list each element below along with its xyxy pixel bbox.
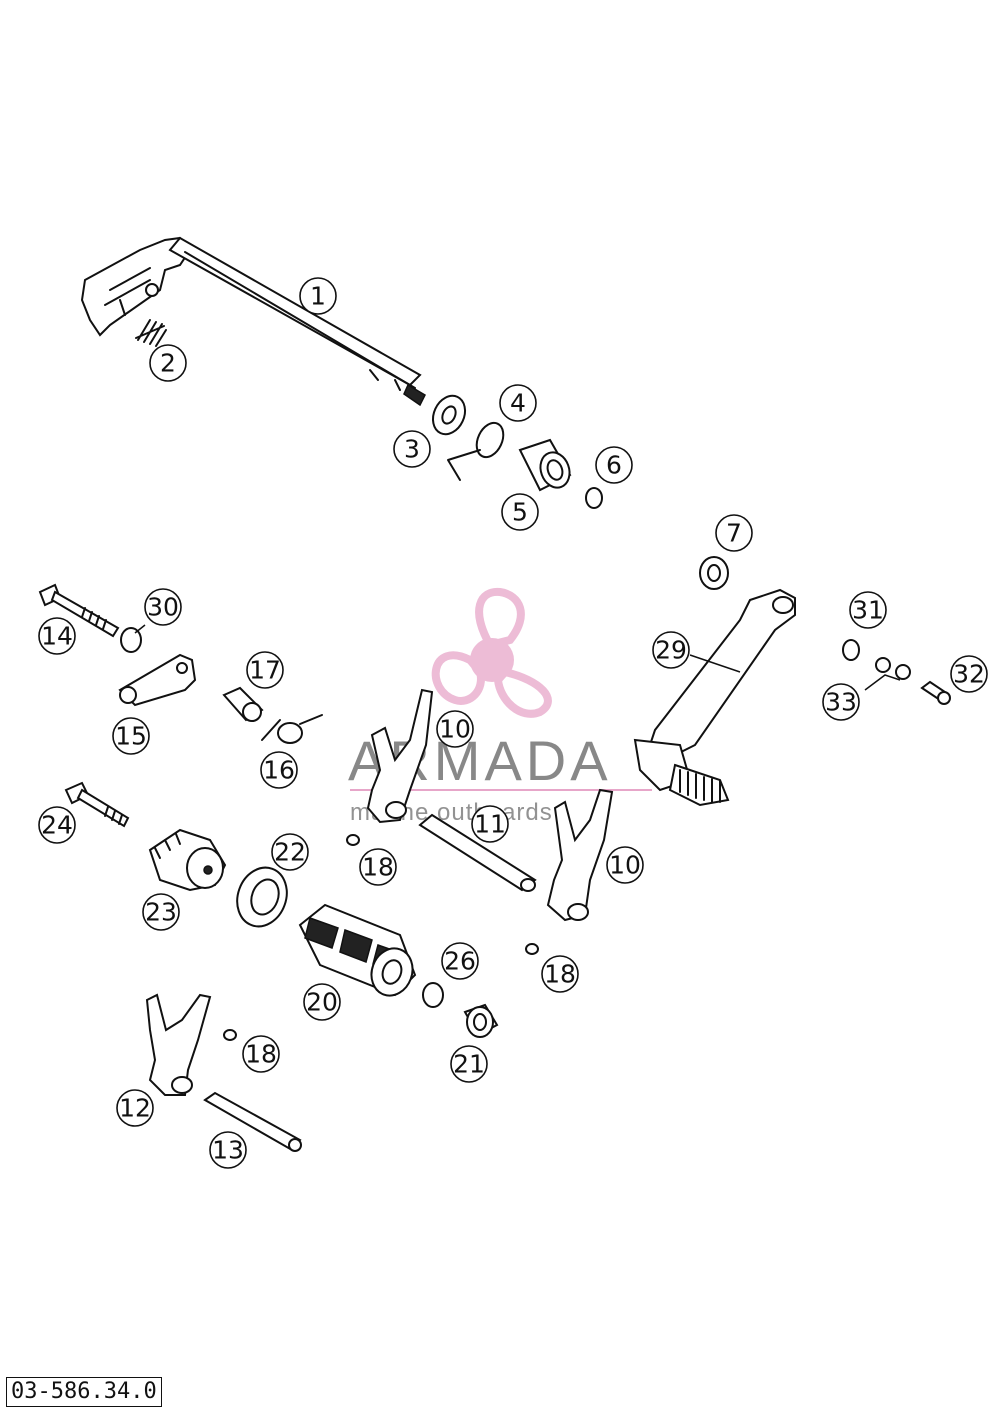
callout-3: 3 xyxy=(393,430,431,468)
callout-2: 2 xyxy=(149,344,187,382)
svg-text:14: 14 xyxy=(41,622,73,651)
part-18-ball-b xyxy=(525,943,539,955)
part-33-nut-pair xyxy=(864,657,911,691)
leader-29 xyxy=(689,654,741,673)
part-7-washer xyxy=(699,556,729,590)
callout-33: 33 xyxy=(822,683,860,721)
callout-24: 24 xyxy=(38,806,76,844)
svg-text:26: 26 xyxy=(444,947,476,976)
svg-text:12: 12 xyxy=(119,1094,151,1123)
callout-10-lower: 10 xyxy=(606,846,644,884)
callout-6: 6 xyxy=(595,446,633,484)
svg-text:11: 11 xyxy=(474,810,506,839)
svg-text:18: 18 xyxy=(544,960,576,989)
callout-4: 4 xyxy=(499,384,537,422)
callout-7: 7 xyxy=(715,514,753,552)
callout-22: 22 xyxy=(271,833,309,871)
drawing-number: 03-586.34.0 xyxy=(6,1377,162,1407)
callout-10-upper: 10 xyxy=(436,710,474,748)
callout-21: 21 xyxy=(450,1045,488,1083)
part-4-spring-clip xyxy=(447,421,505,481)
callout-12: 12 xyxy=(116,1089,154,1127)
callout-18-a: 18 xyxy=(359,848,397,886)
svg-text:15: 15 xyxy=(115,722,147,751)
part-32-bolt xyxy=(920,680,951,705)
part-1-shift-shaft xyxy=(80,236,426,407)
svg-text:10: 10 xyxy=(439,715,471,744)
part-26-washer xyxy=(422,982,444,1008)
callout-14: 14 xyxy=(38,617,76,655)
part-13-fork-rod xyxy=(203,1091,302,1152)
svg-text:24: 24 xyxy=(41,811,73,840)
part-3-washer-hole xyxy=(441,405,457,425)
svg-text:10: 10 xyxy=(609,851,641,880)
armada-propeller-logo xyxy=(431,587,552,718)
svg-text:23: 23 xyxy=(145,898,177,927)
svg-text:18: 18 xyxy=(362,853,394,882)
part-23-shift-drum-locator xyxy=(148,828,227,892)
svg-text:17: 17 xyxy=(249,656,281,685)
callout-17: 17 xyxy=(246,651,284,689)
svg-text:33: 33 xyxy=(825,688,857,717)
part-30-washer xyxy=(120,627,142,653)
part-29-shift-lever xyxy=(633,588,796,807)
svg-text:5: 5 xyxy=(512,498,528,527)
svg-text:4: 4 xyxy=(510,389,526,418)
svg-text:22: 22 xyxy=(274,838,306,867)
svg-text:3: 3 xyxy=(404,435,420,464)
part-16-spring xyxy=(261,714,323,744)
callout-16: 16 xyxy=(260,751,298,789)
callout-23: 23 xyxy=(142,893,180,931)
part-31-washer xyxy=(842,639,860,661)
callout-20: 20 xyxy=(303,983,341,1021)
svg-text:20: 20 xyxy=(306,988,338,1017)
svg-text:1: 1 xyxy=(310,282,326,311)
callout-1: 1 xyxy=(299,277,337,315)
callout-26: 26 xyxy=(441,942,479,980)
part-12-shift-fork xyxy=(145,993,212,1096)
callout-31: 31 xyxy=(849,591,887,629)
svg-text:31: 31 xyxy=(852,596,884,625)
part-5-bushing xyxy=(518,438,572,492)
leader-30 xyxy=(134,624,146,634)
svg-text:6: 6 xyxy=(606,451,622,480)
part-11-fork-rod xyxy=(418,813,537,892)
part-7-washer-hole xyxy=(707,564,721,582)
svg-text:29: 29 xyxy=(655,636,687,665)
svg-text:18: 18 xyxy=(245,1040,277,1069)
callout-18-c: 18 xyxy=(242,1035,280,1073)
callout-13: 13 xyxy=(209,1131,247,1169)
part-14-long-bolt xyxy=(38,583,120,638)
part-17-roller xyxy=(222,686,264,722)
svg-text:16: 16 xyxy=(263,756,295,785)
part-2-spring xyxy=(135,319,167,347)
svg-text:7: 7 xyxy=(726,519,742,548)
callout-30: 30 xyxy=(144,588,182,626)
callout-15: 15 xyxy=(112,717,150,755)
part-18-ball-c xyxy=(223,1029,237,1041)
part-20-shift-drum xyxy=(298,903,417,997)
part-3-washer xyxy=(431,394,467,436)
part-6-ring xyxy=(585,487,603,509)
svg-text:30: 30 xyxy=(147,593,179,622)
callout-5: 5 xyxy=(501,493,539,531)
part-24-bolt xyxy=(64,781,130,828)
part-22-bearing xyxy=(236,866,288,928)
part-15-lever-plate xyxy=(118,653,197,707)
svg-text:13: 13 xyxy=(212,1136,244,1165)
callout-11: 11 xyxy=(471,805,509,843)
part-10-shift-fork-upper xyxy=(366,688,434,824)
svg-text:32: 32 xyxy=(953,660,985,689)
callout-32: 32 xyxy=(950,655,988,693)
part-10-shift-fork-lower xyxy=(546,788,614,922)
svg-text:2: 2 xyxy=(160,349,176,378)
callout-29: 29 xyxy=(652,631,690,669)
part-18-ball-a xyxy=(346,834,360,846)
svg-text:21: 21 xyxy=(453,1050,485,1079)
callout-18-b: 18 xyxy=(541,955,579,993)
part-21-bushing xyxy=(463,1003,499,1038)
